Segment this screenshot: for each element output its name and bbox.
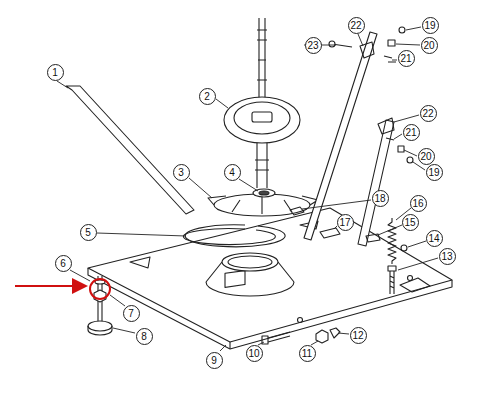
callout-number: 23 <box>305 37 322 54</box>
split-ring <box>183 225 285 247</box>
callout-number: 1 <box>47 64 64 81</box>
callout-number: 16 <box>410 195 427 212</box>
center-cone <box>206 253 294 296</box>
bolts <box>262 328 340 344</box>
callout-number: 8 <box>136 328 153 345</box>
callout-number: 2 <box>199 88 216 105</box>
callout-number: 4 <box>224 164 241 181</box>
callout-number: 15 <box>402 214 419 231</box>
callout-number: 20 <box>421 37 438 54</box>
callout-number: 22 <box>420 105 437 122</box>
callout-number: 13 <box>439 248 456 265</box>
spring <box>388 218 396 264</box>
callout-number: 14 <box>426 230 443 247</box>
callout-number: 21 <box>398 50 415 67</box>
callout-number: 21 <box>403 124 420 141</box>
bolt <box>388 266 396 294</box>
callout-number: 7 <box>123 305 140 322</box>
leader-lines <box>57 27 438 351</box>
callout-number: 10 <box>246 345 263 362</box>
callout-number: 22 <box>348 17 365 34</box>
callout-number: 3 <box>173 164 190 181</box>
highlight <box>15 279 110 299</box>
callout-number: 5 <box>80 224 97 241</box>
callout-number: 20 <box>418 148 435 165</box>
leveling-foot <box>88 276 112 335</box>
leg <box>304 32 394 246</box>
callout-number: 12 <box>350 327 367 344</box>
base-plate <box>88 208 452 349</box>
callout-number: 19 <box>422 17 439 34</box>
callout-number: 6 <box>55 255 72 272</box>
transmission <box>224 18 300 188</box>
fasteners <box>329 27 413 163</box>
leg <box>66 86 194 214</box>
callout-number: 18 <box>372 190 389 207</box>
callout-number: 11 <box>299 345 316 362</box>
callout-number: 19 <box>426 164 443 181</box>
callout-number: 17 <box>337 214 354 231</box>
callout-number: 9 <box>206 352 223 369</box>
